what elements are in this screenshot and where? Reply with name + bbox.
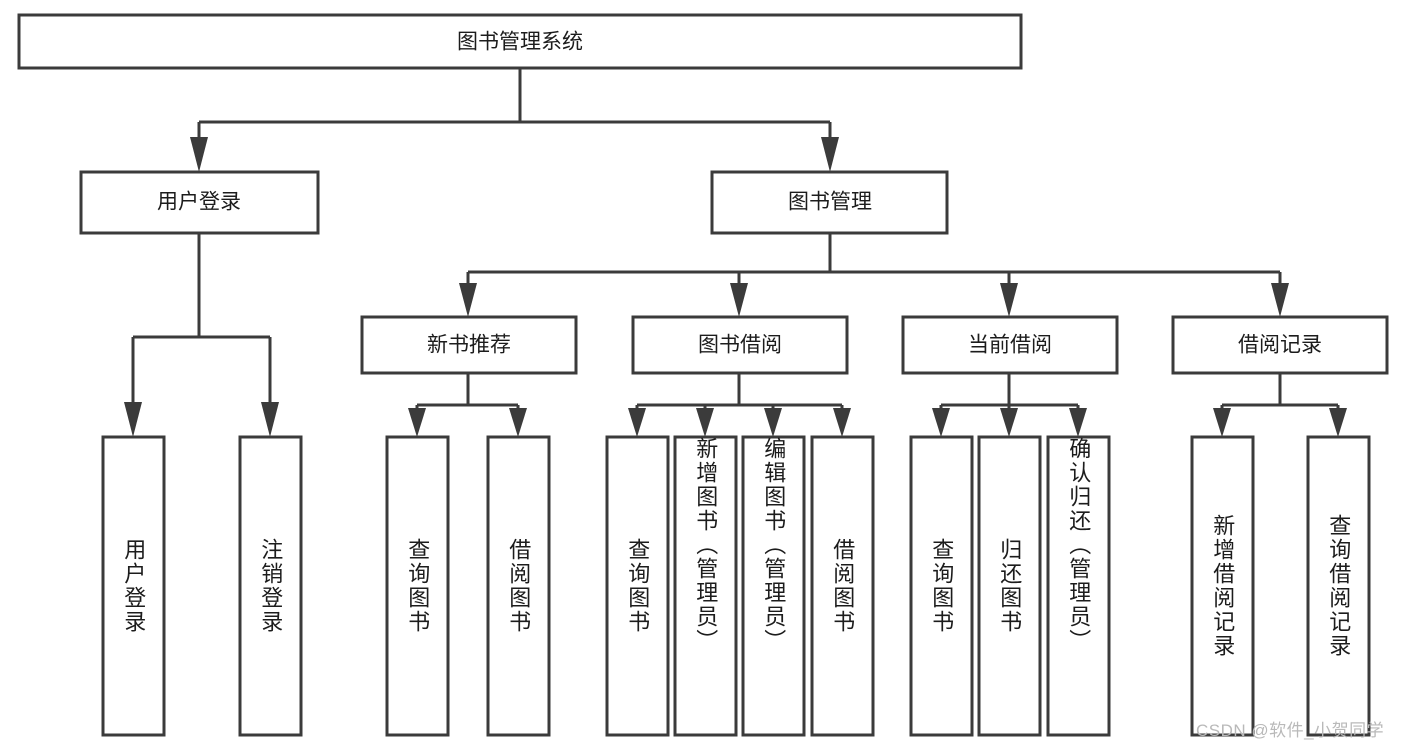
node-root-box[interactable]	[17, 13, 1023, 70]
node-borrow-record-box[interactable]	[1171, 315, 1389, 375]
node-leaf-borrow-book-2-box[interactable]	[810, 435, 875, 737]
node-leaf-add-book-box[interactable]	[673, 435, 738, 737]
node-leaf-query-book-3-box[interactable]	[909, 435, 974, 737]
arrow-head-leaf-user-logout	[261, 402, 279, 437]
node-borrow-record-label: 借阅记录	[1238, 334, 1322, 357]
node-leaf-edit-book-box[interactable]	[741, 435, 806, 737]
arrow-head-new-book-rec	[459, 283, 477, 317]
node-leaf-query-record-box[interactable]	[1306, 435, 1371, 737]
arrow-head-book-borrow	[730, 283, 748, 317]
arrow-head-leaf-query-record	[1329, 408, 1347, 437]
arrow-head-current-borrow	[1000, 283, 1018, 317]
node-user-login-box[interactable]	[79, 170, 320, 235]
arrow-head-leaf-edit-book	[764, 408, 782, 437]
arrow-head-leaf-query-book-2	[628, 408, 646, 437]
node-leaf-confirm-return-box[interactable]	[1046, 435, 1111, 737]
node-new-book-rec-box[interactable]	[360, 315, 578, 375]
arrow-head-leaf-confirm-return	[1069, 408, 1087, 437]
node-layer: 图书管理系统 用户登录 图书管理 新书推荐 图书借阅 当前借阅 借阅记录	[17, 13, 1389, 737]
arrow-head-book-manage	[821, 137, 839, 172]
node-leaf-query-book-1-box[interactable]	[385, 435, 450, 737]
connector-layer	[124, 68, 1347, 437]
node-current-borrow-box[interactable]	[901, 315, 1119, 375]
arrow-head-leaf-query-book-1	[408, 408, 426, 437]
arrow-head-leaf-add-record	[1213, 408, 1231, 437]
node-book-manage-label: 图书管理	[788, 191, 872, 214]
node-user-login-label: 用户登录	[157, 191, 241, 214]
arrow-head-leaf-add-book	[696, 408, 714, 437]
watermark-text: CSDN @软件_小贺同学	[1196, 721, 1385, 740]
arrow-head-leaf-borrow-book-2	[833, 408, 851, 437]
arrow-head-user-login	[190, 137, 208, 172]
node-root-label: 图书管理系统	[457, 31, 583, 54]
arrow-head-borrow-record	[1271, 283, 1289, 317]
arrow-head-leaf-return-book	[1000, 408, 1018, 437]
node-book-borrow-box[interactable]	[631, 315, 849, 375]
node-leaf-add-record-box[interactable]	[1190, 435, 1255, 737]
node-book-manage-box[interactable]	[710, 170, 949, 235]
node-book-borrow-label: 图书借阅	[698, 334, 782, 357]
node-current-borrow-label: 当前借阅	[968, 334, 1052, 357]
node-leaf-user-logout-box[interactable]	[238, 435, 303, 737]
arrow-head-leaf-query-book-3	[932, 408, 950, 437]
node-new-book-rec-label: 新书推荐	[427, 334, 511, 357]
arrow-head-leaf-user-login	[124, 402, 142, 437]
node-leaf-query-book-2-box[interactable]	[605, 435, 670, 737]
node-leaf-return-book-box[interactable]	[977, 435, 1042, 737]
arrow-head-leaf-borrow-book-1	[509, 408, 527, 437]
node-leaf-borrow-book-1-box[interactable]	[486, 435, 551, 737]
node-leaf-user-login-box[interactable]	[101, 435, 166, 737]
